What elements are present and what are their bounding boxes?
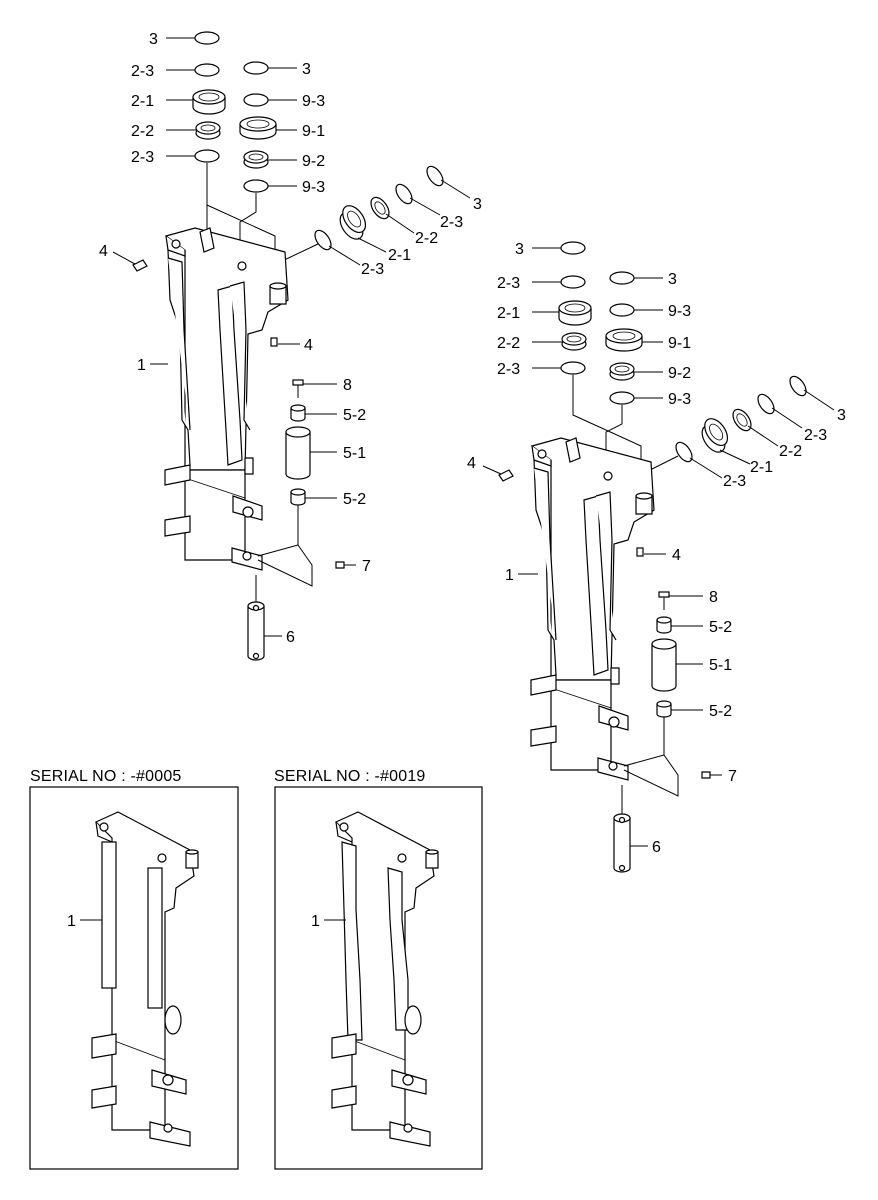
callout-2-1-diag-b: 2-1 [750, 459, 773, 476]
callout-2-2: 2-2 [131, 123, 154, 140]
callout-2-1: 2-1 [131, 93, 154, 110]
callout-5-2-b-b: 5-2 [709, 703, 732, 720]
callout-5-2-a-b: 5-2 [709, 619, 732, 636]
bushing-5-2-a [290, 404, 306, 422]
bolt-8-a [292, 379, 304, 398]
serial-label: SERIAL NO : -#0019 [274, 768, 426, 785]
callout-2-3-b: 2-3 [131, 149, 154, 166]
callout-2-3-diag-b-b: 2-3 [723, 473, 746, 490]
callout-2-2-b: 2-2 [497, 335, 520, 352]
pin-5-1-a [285, 426, 311, 480]
o-ring-9-3-b [243, 179, 269, 193]
callout-2-1-b: 2-1 [497, 305, 520, 322]
callout-8-b: 8 [709, 589, 718, 606]
inset-frame-1 [91, 811, 199, 1147]
callout-9-3-a-b: 9-3 [668, 303, 691, 320]
seal-stack-right-b [605, 271, 663, 405]
callout-2-3-a: 2-3 [131, 63, 154, 80]
callout-4-left-b: 4 [467, 455, 476, 472]
inset-callout-1: 1 [67, 913, 76, 930]
callout-8: 8 [343, 377, 352, 394]
inset-frame-2 [331, 811, 439, 1147]
callout-9-3-a: 9-3 [302, 93, 325, 110]
o-ring-9-3 [243, 93, 269, 107]
bolt-7-a [335, 561, 345, 569]
callout-2-3-diag-a-b: 2-3 [804, 427, 827, 444]
callout-5-1-b: 5-1 [709, 657, 732, 674]
callout-3-top-b: 3 [515, 241, 524, 258]
inset-serial-0005: SERIAL NO : -#0005 1 [29, 768, 239, 1170]
inset-serial-0019: SERIAL NO : -#0019 1 [274, 768, 483, 1170]
callout-9-1-b: 9-1 [668, 335, 691, 352]
bolt-4-left-a [132, 259, 148, 272]
assembly-a: 3 2-3 2-1 2-2 2-3 3 9-3 9-1 9-2 9-3 3 2-… [99, 31, 482, 661]
callout-9-2-b: 9-2 [668, 365, 691, 382]
callout-9-3-b: 9-3 [302, 179, 325, 196]
callout-4-left: 4 [99, 243, 108, 260]
bushing-9-1 [239, 116, 277, 140]
callout-1: 1 [137, 357, 146, 374]
frame-body-1-b [530, 437, 655, 781]
callout-2-3-diag-b: 2-3 [361, 261, 384, 278]
callout-6-b: 6 [652, 839, 661, 856]
callout-3-right-b: 3 [668, 271, 677, 288]
callout-3-top: 3 [149, 31, 158, 48]
bolt-4-right-a [270, 337, 278, 347]
callout-2-2-diag-b: 2-2 [779, 443, 802, 460]
callout-9-2: 9-2 [302, 153, 325, 170]
callout-3-right: 3 [302, 61, 311, 78]
seal-9-2 [243, 150, 269, 169]
seal-stack-diagonal-a [314, 165, 471, 266]
callout-4-right-b: 4 [672, 547, 681, 564]
callout-9-3-b-b: 9-3 [668, 391, 691, 408]
seal-stack-left-b [532, 241, 592, 375]
o-ring-3 [194, 31, 220, 45]
bushing-2-1 [192, 89, 226, 115]
callout-7: 7 [362, 558, 371, 575]
callout-3-diag-b: 3 [837, 407, 846, 424]
inset-callout-1: 1 [311, 913, 320, 930]
callout-3-diag: 3 [473, 196, 482, 213]
callout-7-b: 7 [728, 768, 737, 785]
serial-label: SERIAL NO : -#0005 [30, 768, 182, 785]
assembly-b: 3 2-3 2-1 2-2 2-3 3 9-3 9-1 9-2 9-3 3 2-… [467, 241, 846, 873]
callout-2-3-b-b: 2-3 [497, 361, 520, 378]
bushing-5-2-b [290, 488, 306, 506]
seal-stack-left-a [166, 31, 226, 163]
callout-5-2-a: 5-2 [343, 407, 366, 424]
callout-5-2-b: 5-2 [343, 491, 366, 508]
o-ring-2-3 [194, 63, 220, 77]
pin-6-a [247, 601, 265, 661]
callout-2-3-diag-a: 2-3 [440, 214, 463, 231]
callout-5-1: 5-1 [343, 445, 366, 462]
o-ring-2-3-b [194, 149, 220, 163]
callout-2-2-diag: 2-2 [415, 230, 438, 247]
seal-2-2 [195, 121, 221, 140]
callout-2-1-diag: 2-1 [388, 247, 411, 264]
callout-2-3-a-b: 2-3 [497, 275, 520, 292]
frame-body-1-a [164, 227, 289, 571]
callout-1-b: 1 [505, 567, 514, 584]
callout-6: 6 [286, 629, 295, 646]
callout-9-1: 9-1 [302, 123, 325, 140]
seal-stack-diagonal-b [675, 375, 835, 479]
seal-stack-right-a [239, 61, 297, 193]
o-ring-3-r [243, 61, 269, 75]
callout-4-right: 4 [304, 337, 313, 354]
